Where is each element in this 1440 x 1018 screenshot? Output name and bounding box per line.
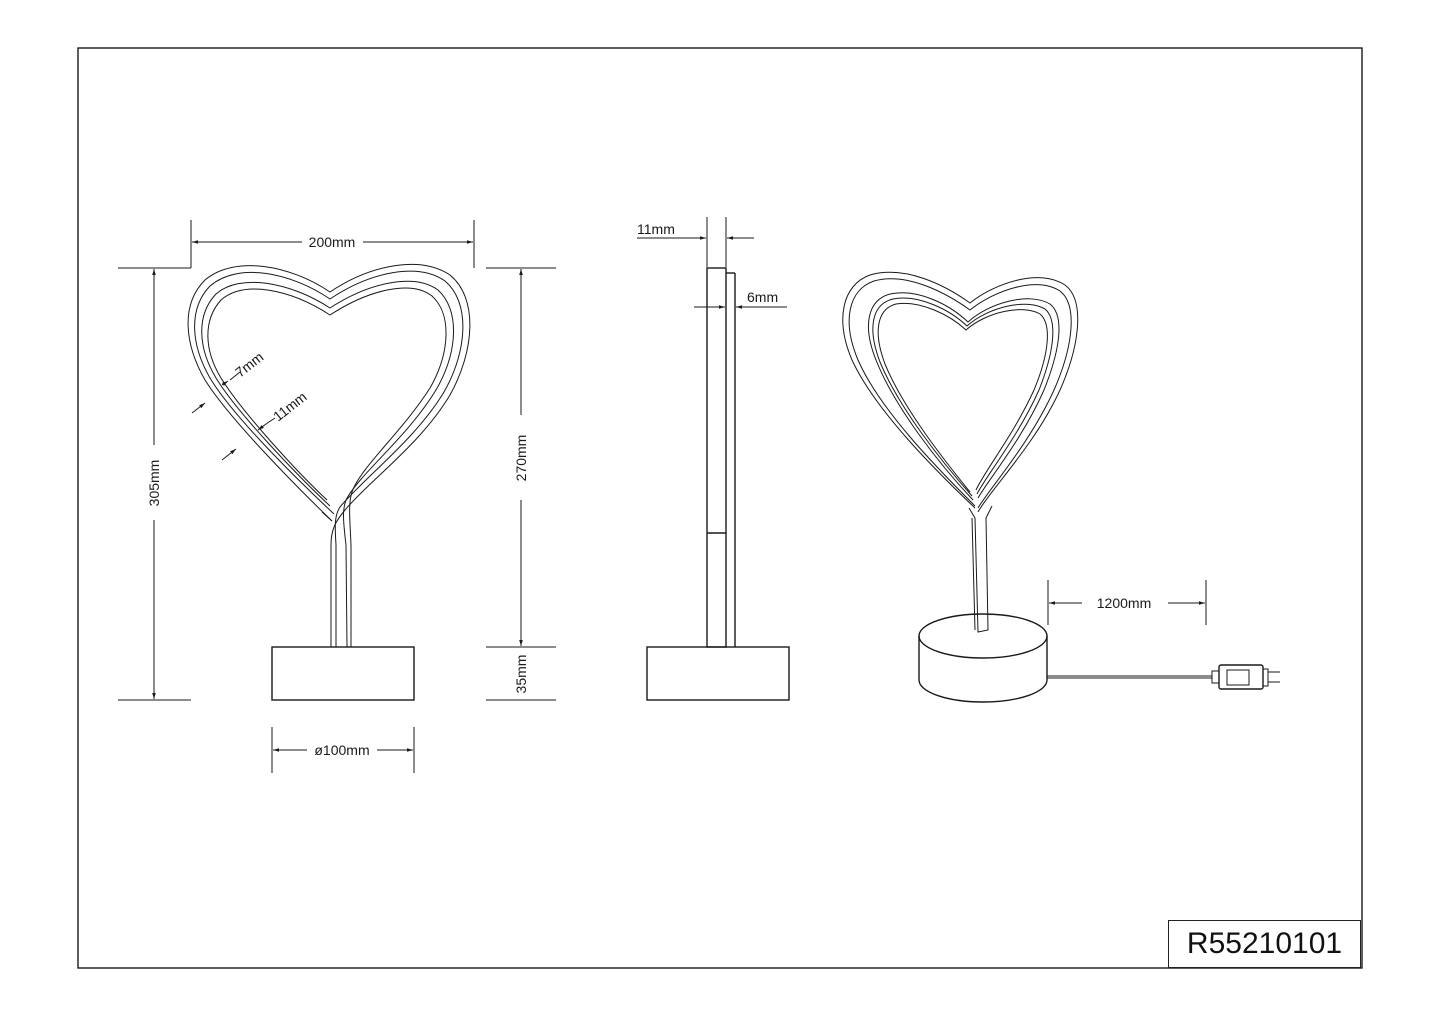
- inner-depth-label: 6mm: [747, 289, 778, 305]
- base-diameter-label: ø100mm: [314, 742, 369, 758]
- front-view: 200mm 305mm 270mm 35mm ø100mm 7mm 11mm: [118, 220, 556, 773]
- total-height-label: 305mm: [146, 460, 162, 507]
- side-base: [646, 646, 790, 701]
- cable-length-label: 1200mm: [1097, 595, 1151, 611]
- width-dimension-label: 200mm: [309, 234, 356, 250]
- depth-label: 11mm: [637, 221, 675, 237]
- front-base: [271, 646, 415, 701]
- heart-height-label: 270mm: [513, 435, 529, 482]
- perspective-view: 1200mm: [842, 271, 1280, 703]
- side-view: 11mm 6mm: [637, 217, 790, 701]
- plug-icon: [1211, 664, 1280, 690]
- product-code: R55210101: [1168, 920, 1361, 968]
- tube-outer-label: 11mm: [270, 388, 310, 424]
- drawing-frame: [77, 47, 1363, 969]
- base-height-label: 35mm: [513, 655, 529, 694]
- tube-inner-label: 7mm: [232, 349, 266, 381]
